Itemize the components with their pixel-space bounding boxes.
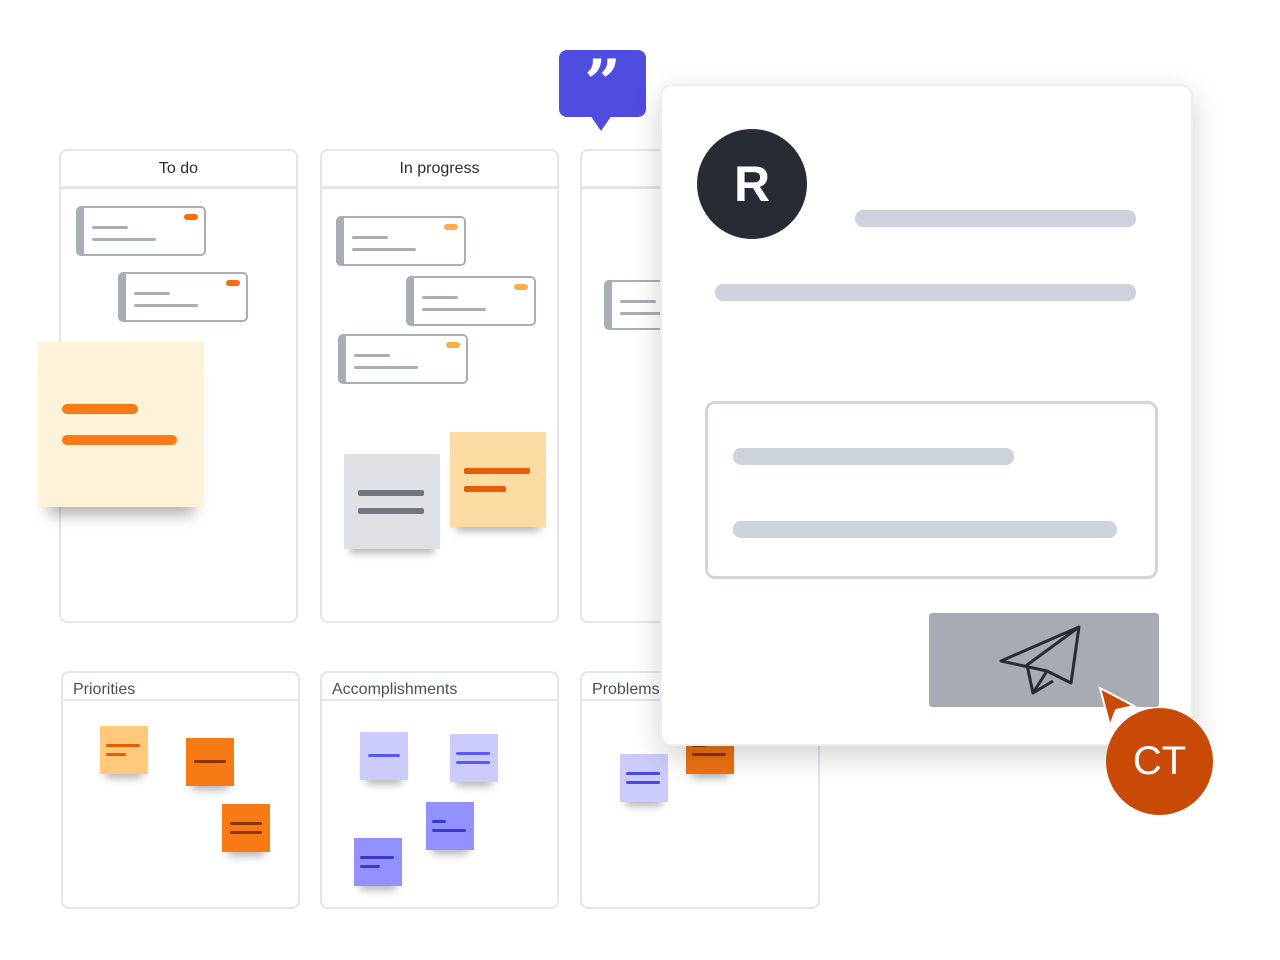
name-placeholder (855, 210, 1136, 227)
sticky-note[interactable] (426, 802, 474, 850)
send-button[interactable] (929, 613, 1159, 707)
column-title: To do (61, 151, 296, 189)
cursor-arrow-icon (1098, 686, 1137, 728)
task-card[interactable] (118, 272, 248, 322)
task-card[interactable] (336, 216, 466, 266)
sticky-note[interactable] (620, 754, 668, 802)
sticky-note[interactable] (450, 432, 546, 527)
task-card[interactable] (76, 206, 206, 256)
comment-input[interactable] (705, 401, 1158, 579)
task-card[interactable] (406, 276, 536, 326)
sticky-note[interactable] (186, 738, 234, 786)
board-title: Accomplishments (322, 673, 557, 701)
board-priorities: Priorities (61, 671, 300, 909)
quote-bubble: ” (559, 46, 646, 121)
comment-panel: R (660, 84, 1193, 746)
paper-plane-icon (999, 625, 1081, 695)
cursor-user-avatar: CT (1106, 708, 1213, 815)
sticky-note[interactable] (344, 454, 440, 549)
text-placeholder (715, 284, 1136, 301)
quote-bubble-tail (590, 115, 612, 131)
sticky-note[interactable] (360, 732, 408, 780)
sticky-note[interactable] (100, 726, 148, 774)
task-card[interactable] (338, 334, 468, 384)
sticky-note[interactable] (450, 734, 498, 782)
board-title: Priorities (63, 673, 298, 701)
quote-icon: ” (584, 46, 621, 121)
sticky-note[interactable] (354, 838, 402, 886)
sticky-note[interactable] (38, 342, 204, 507)
sticky-note[interactable] (222, 804, 270, 852)
column-title: In progress (322, 151, 557, 189)
avatar: R (697, 129, 807, 239)
